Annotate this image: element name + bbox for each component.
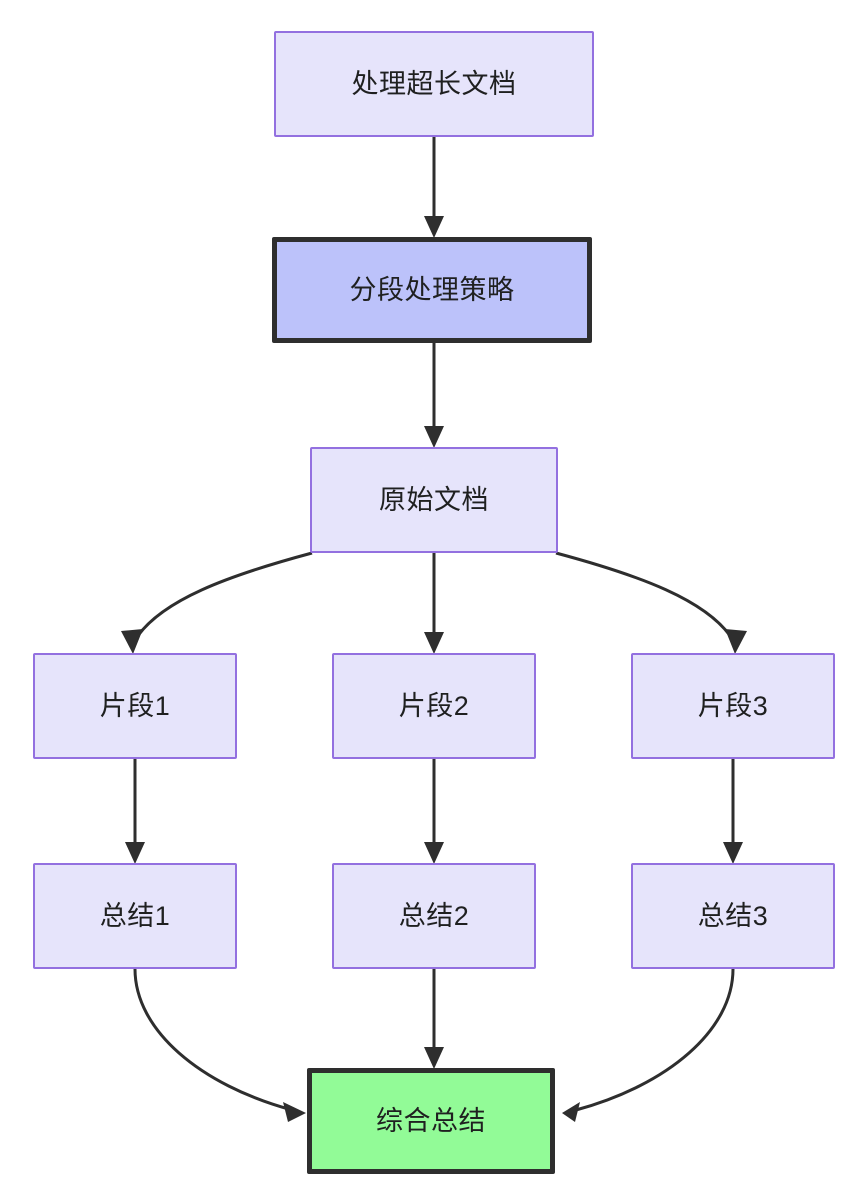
edge-source-to-chunk3 xyxy=(555,551,747,654)
node-label: 总结2 xyxy=(398,900,470,931)
node-chunk-2[interactable]: 片段2 xyxy=(332,653,536,759)
node-final-summary[interactable]: 综合总结 xyxy=(307,1068,555,1174)
node-label: 分段处理策略 xyxy=(349,274,515,305)
node-summary-3[interactable]: 总结3 xyxy=(631,863,835,969)
node-label: 片段3 xyxy=(697,690,769,721)
node-chunk-3[interactable]: 片段3 xyxy=(631,653,835,759)
edge-chunk2-to-sum2 xyxy=(424,759,444,864)
node-label: 总结1 xyxy=(99,900,171,931)
edge-source-to-chunk1 xyxy=(121,551,313,654)
edge-source-to-chunk2 xyxy=(424,553,444,654)
edge-doc-to-strategy xyxy=(424,137,444,238)
node-chunk-1[interactable]: 片段1 xyxy=(33,653,237,759)
node-summary-1[interactable]: 总结1 xyxy=(33,863,237,969)
edge-sum3-to-final xyxy=(562,968,735,1122)
node-label: 处理超长文档 xyxy=(351,68,517,99)
edge-chunk3-to-sum3 xyxy=(723,759,743,864)
node-process-long-document[interactable]: 处理超长文档 xyxy=(274,31,594,137)
node-label: 原始文档 xyxy=(379,484,489,515)
node-label: 综合总结 xyxy=(376,1105,486,1136)
node-source-document[interactable]: 原始文档 xyxy=(310,447,558,553)
node-label: 片段2 xyxy=(398,690,470,721)
node-summary-2[interactable]: 总结2 xyxy=(332,863,536,969)
edge-strategy-to-source xyxy=(424,343,444,448)
edge-chunk1-to-sum1 xyxy=(125,759,145,864)
edge-sum2-to-final xyxy=(424,969,444,1069)
edge-sum1-to-final xyxy=(133,968,306,1122)
node-label: 总结3 xyxy=(697,900,769,931)
node-chunking-strategy[interactable]: 分段处理策略 xyxy=(272,237,592,343)
node-label: 片段1 xyxy=(99,690,171,721)
